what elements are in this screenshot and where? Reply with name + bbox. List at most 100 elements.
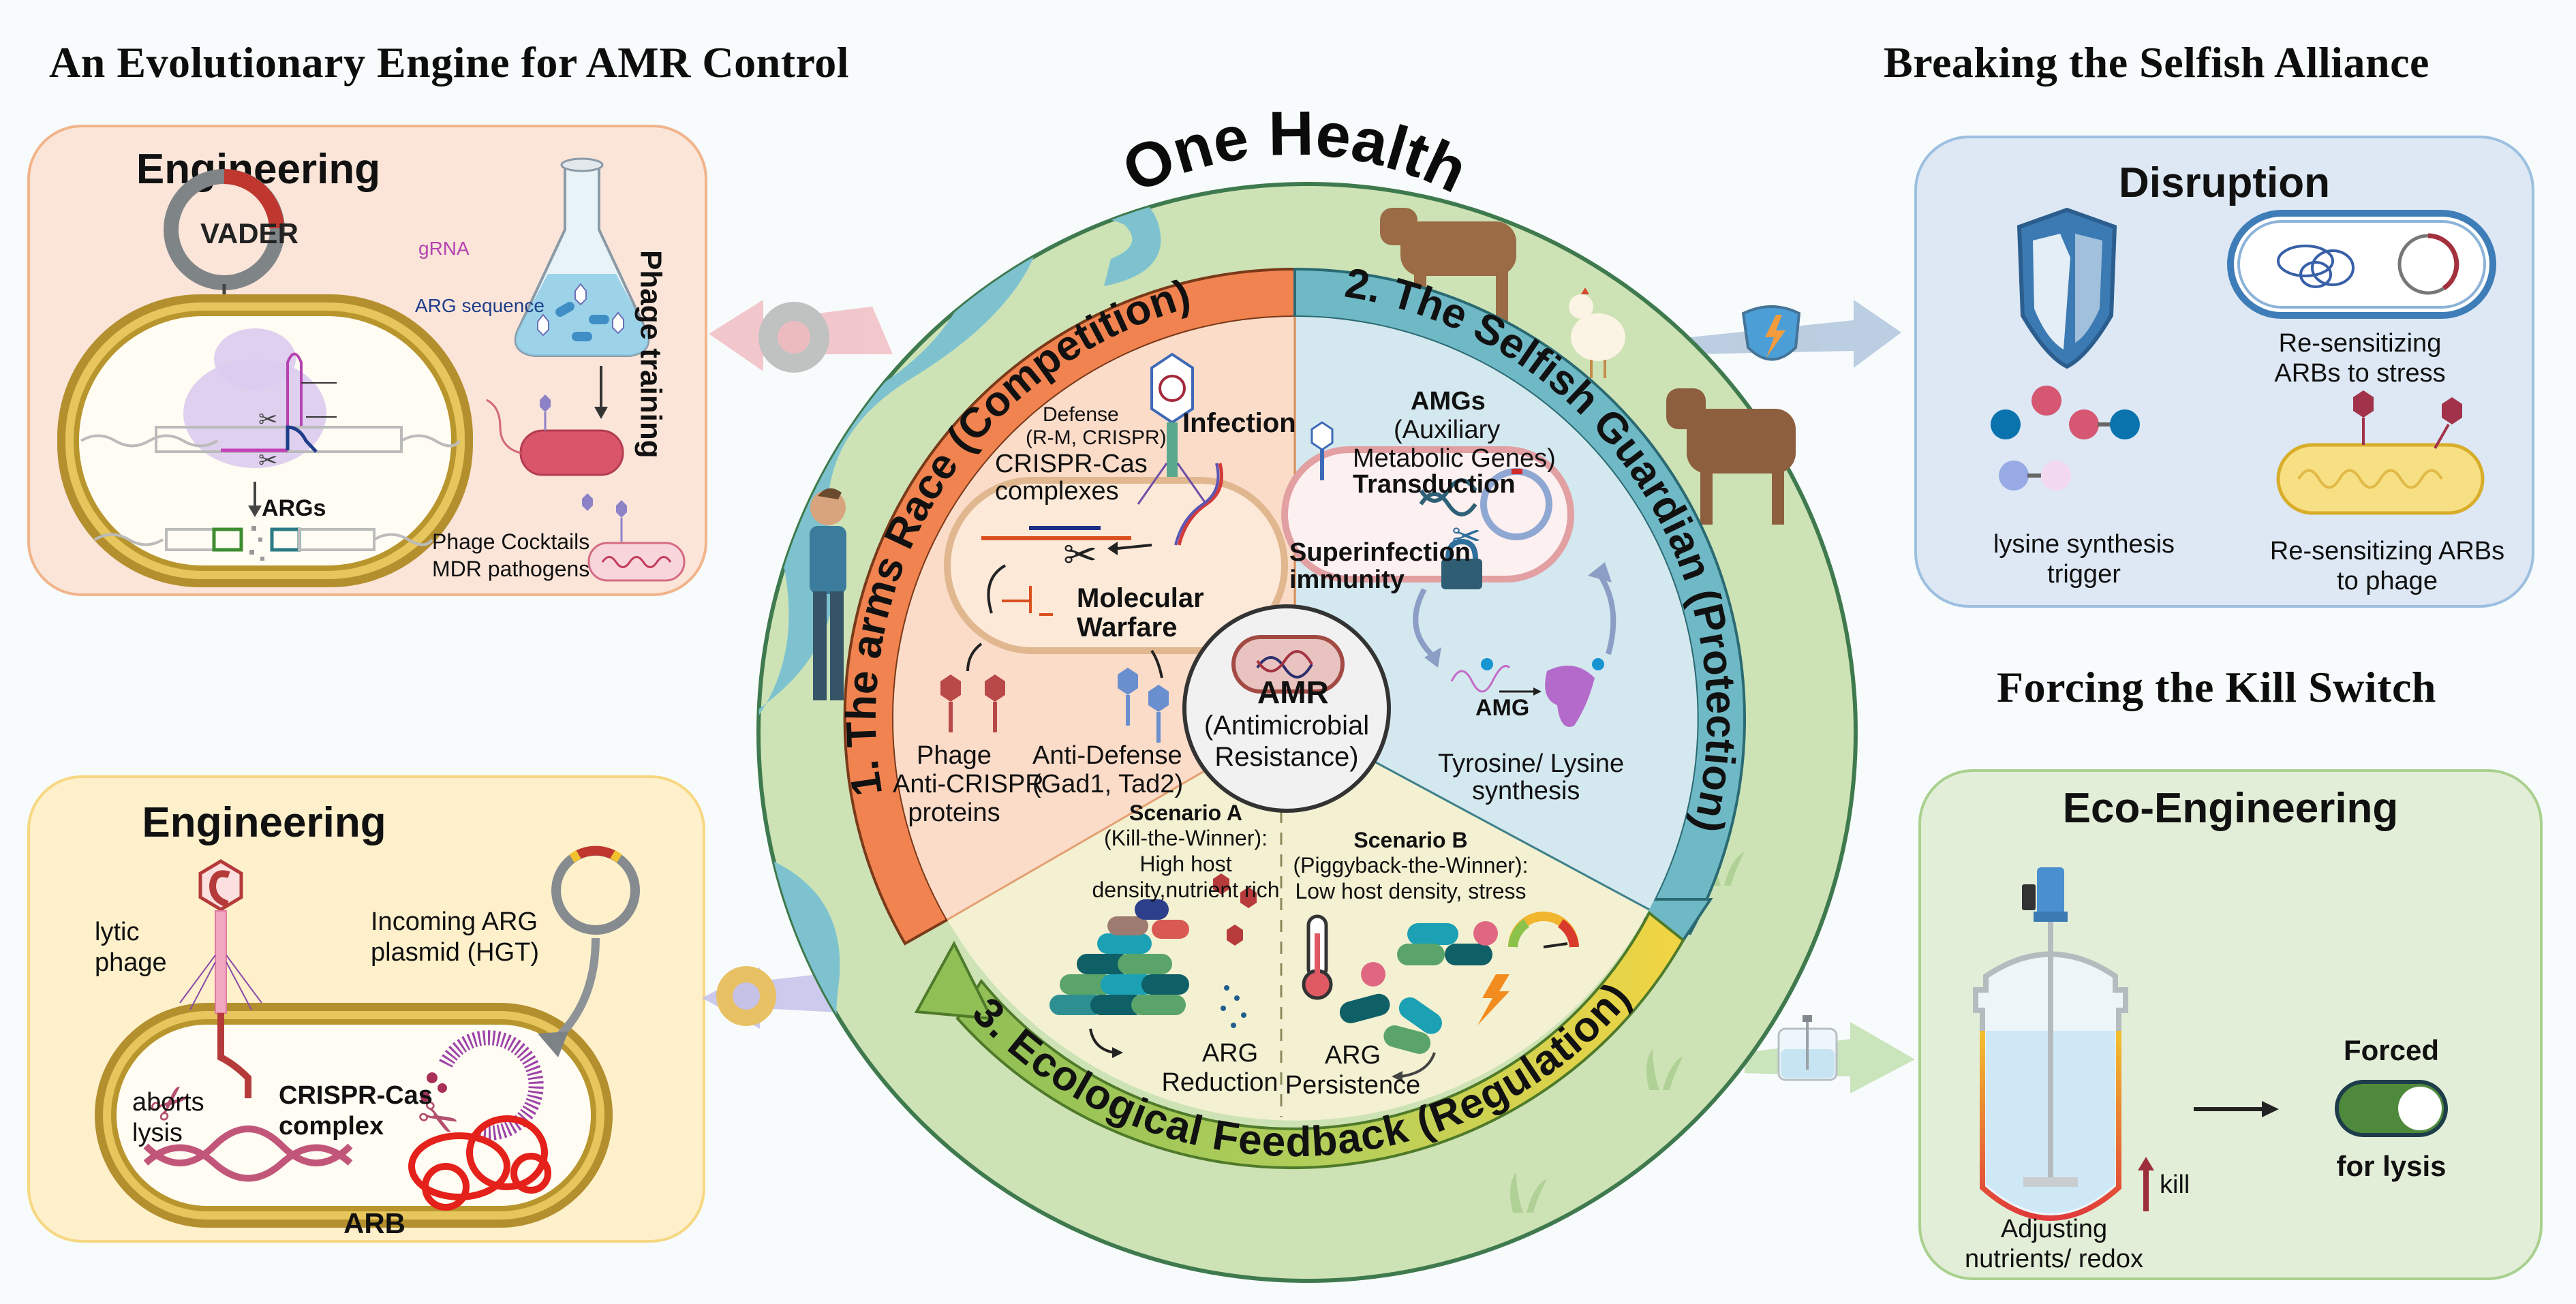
right-title-kill-switch: Forcing the Kill Switch (1997, 663, 2436, 711)
bacteria-pile-icon (1049, 899, 1189, 1015)
anti-crispr-phage-icon (940, 674, 1005, 732)
broken-shield-icon (2017, 207, 2117, 369)
engineering-illustration: ✂ ✂ (57, 157, 686, 587)
args-label: ARGs (262, 495, 326, 521)
panel-title: Engineering (142, 799, 386, 846)
kill-switch-toggle[interactable] (2335, 1080, 2448, 1137)
amg-label: AMG (1475, 695, 1530, 721)
mdr-pathogen-icon (486, 394, 624, 476)
transduction-label: Transduction (1353, 470, 1516, 499)
aborts-lysis-label-2: lysis (132, 1119, 183, 1147)
incoming-plasmid-label-2: plasmid (HGT) (371, 938, 540, 967)
svg-text:✂: ✂ (258, 448, 278, 474)
amgs-label-2: (Auxiliary (1394, 416, 1501, 444)
lytic-phage-label-1: lytic (95, 918, 140, 946)
vader-label: VADER (200, 217, 298, 249)
infected-cell-icon (582, 493, 686, 582)
amr-bacterium-icon (1231, 635, 1345, 694)
anti-crispr-label-2: Anti-CRISPR (893, 770, 1044, 798)
anti-crispr-label-1: Phage (917, 741, 992, 770)
ecological-feedback-arrowhead (914, 940, 994, 1021)
forced-label: Forced (2343, 1034, 2440, 1066)
anti-defense-phage-icon (1118, 668, 1169, 743)
molecular-warfare-cell-icon: ✂ (944, 463, 1288, 654)
anti-crispr-label-3: proteins (908, 798, 1000, 827)
crispr-complex-label-1: CRISPR-Cas (279, 1081, 433, 1110)
bioreactor-illustration (1973, 867, 2448, 1221)
lytic-phage-label-2: phage (95, 948, 167, 977)
bioreactor-icon (1973, 867, 2128, 1221)
infecting-phage-icon (1137, 352, 1208, 505)
amr-title: AMR (1257, 674, 1329, 710)
crispr-cas-label-2: complexes (995, 477, 1119, 506)
anti-defense-label-2: (Gad1, Tad2) (1032, 770, 1184, 798)
crispr-cas-label-1: CRISPR-Cas (995, 450, 1148, 478)
superinfection-label-1: Superinfection (1289, 538, 1471, 567)
for-lysis-label: for lysis (2336, 1150, 2447, 1182)
cow-icon (1666, 388, 1796, 525)
lightning-icon (1477, 974, 1509, 1025)
lytic-phage-icon (179, 859, 262, 1098)
engineering-panel-bottom: Engineering ✂ ✂ (27, 775, 705, 1243)
amg-protein-icon (1450, 658, 1604, 727)
flask-icon (514, 157, 650, 357)
scissors-icon: ✂ (258, 407, 278, 433)
synthesis-label-2: synthesis (1472, 777, 1580, 805)
arg-sequence-label: ARG sequence (415, 295, 545, 316)
arg-persistence-label-1: ARG (1324, 1041, 1381, 1070)
molecular-warfare-label-2: Warfare (1077, 612, 1178, 642)
phage-training-label: Phage training (634, 250, 668, 459)
eco-engineering-panel: Eco-Engineering Forced for lysis kill Ad… (1918, 769, 2543, 1280)
adjusting-label-1: Adjusting (2000, 1215, 2108, 1243)
arg-persistence-label-2: Persistence (1285, 1071, 1421, 1100)
temperate-phage-icon (1310, 421, 1334, 480)
kill-label: kill (2160, 1170, 2190, 1199)
resensitize-phage-label-2: to phage (2337, 567, 2438, 595)
lysine-molecule-icon (1991, 386, 2140, 491)
grna-label: gRNA (418, 238, 470, 259)
molecular-warfare-label-1: Molecular (1077, 583, 1204, 613)
disruption-panel: Disruption (1914, 136, 2534, 608)
stressed-bacteria-icon (1339, 921, 1498, 1054)
scissors-icon: ✂ (1063, 532, 1097, 578)
disruption-illustration (1991, 207, 2496, 515)
crispr-complex-label-2: complex (279, 1112, 384, 1140)
engineering-panel-top: Engineering ✂ ✂ (27, 125, 707, 596)
resensitize-phage-label-1: Re-sensitizing ARBs (2269, 537, 2505, 565)
chromosome-icon (408, 1115, 551, 1211)
cow-icon (1380, 208, 1516, 324)
sensitized-cell-icon (2227, 210, 2496, 319)
arg-reduction-label-2: Reduction (1161, 1068, 1278, 1097)
arb-label: ARB (343, 1207, 405, 1239)
scenario-b-title: Scenario B (1353, 828, 1468, 852)
defense-label-1: Defense (1043, 403, 1119, 426)
cas9-complex-icon (183, 359, 326, 468)
anti-defense-label-1: Anti-Defense (1032, 741, 1182, 770)
scenario-a-line1: (Kill-the-Winner): (1103, 826, 1268, 850)
amr-line2: Resistance) (1214, 742, 1359, 772)
panel-title: Eco-Engineering (2062, 785, 2399, 832)
incoming-plasmid-label-1: Incoming ARG (371, 907, 538, 936)
amgs-label-3: Metabolic Genes) (1353, 444, 1556, 473)
right-title-alliance: Breaking the Selfish Alliance (1884, 38, 2429, 87)
arb-illustration: ✂ ✂ (95, 845, 640, 1228)
defense-label-2: (R-M, CRISPR) (1026, 426, 1167, 449)
aborts-lysis-label-1: aborts (132, 1088, 204, 1117)
right-arrow-icon (2194, 1101, 2279, 1117)
resensitize-stress-label-1: Re-sensitizing (2278, 329, 2442, 358)
vader-plasmid-icon (164, 169, 285, 290)
infection-label: Infection (1182, 408, 1296, 438)
amgs-label-1: AMGs (1411, 387, 1486, 416)
lytic-phage-icon (1213, 873, 1257, 946)
lysine-trigger-label-2: trigger (2047, 560, 2121, 589)
phage-attack-cell-icon (2276, 390, 2485, 515)
thermometer-icon (1302, 914, 1333, 1000)
scenario-a-title: Scenario A (1129, 801, 1242, 825)
synthesis-label-1: Tyrosine/ Lysine (1438, 749, 1625, 778)
kill-arrow-icon (2138, 1157, 2154, 1211)
scenario-a-line2: High host (1139, 852, 1232, 876)
lysogen-cell-icon: ✂ (1281, 446, 1574, 583)
lock-icon (1441, 538, 1482, 589)
person-icon (810, 488, 846, 700)
